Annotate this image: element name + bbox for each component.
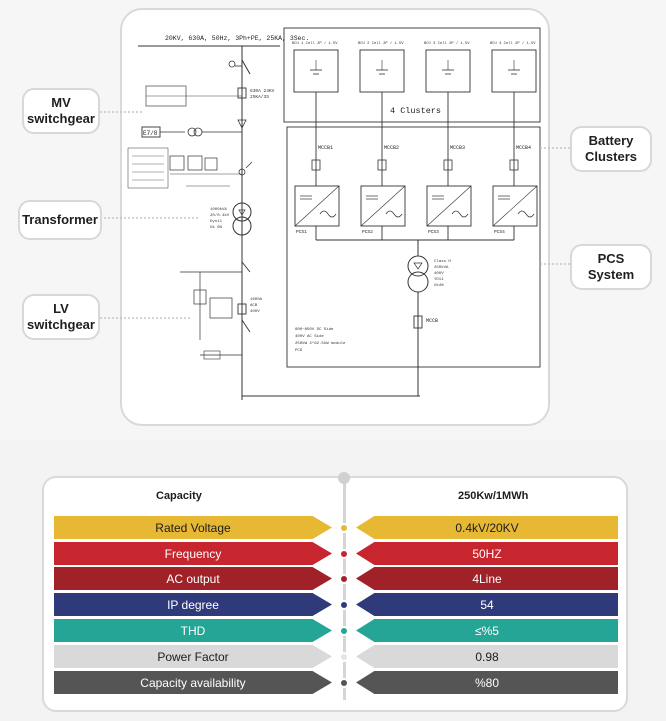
spec-row-label-frequency: Frequency [54,542,332,565]
single-line-diagram: 20KV, 630A, 50Hz, 3Ph+PE, 25KA, 3Sec. 63… [100,27,570,400]
iso-spec-4: YD11 [434,278,444,282]
pcs-label-3: PCS3 [428,229,439,235]
relay-label: E7/8 [143,130,158,137]
spec-row-label-power-factor: Power Factor [54,645,332,668]
callout-pcs-system: PCS System [570,244,652,290]
mccb-label-1: MCCB1 [318,145,333,151]
spec-dot-rated-voltage [339,523,349,533]
spec-dot-power-factor [339,652,349,662]
lv-spec-2: ACB [250,304,258,308]
spec-row-label-capacity-availability: Capacity availability [54,671,332,694]
pcs-label-2: PCS2 [362,229,373,235]
spec-row-value-frequency: 50HZ [356,542,618,565]
spec-row-value-rated-voltage: 0.4kV/20KV [356,516,618,539]
callout-transformer: Transformer [18,200,102,240]
callout-lv-label: LV switchgear [27,301,95,332]
callout-mv-label: MV switchgear [27,95,95,126]
pcs-note-2: 400V AC Side [295,334,324,339]
cluster-spec-1: BCU 1 Cell 2P / 1.5V [292,41,338,46]
spec-row-value-capacity-availability: %80 [356,671,618,694]
lv-spec-3: 400V [250,310,260,314]
clusters-label: 4 Clusters [390,106,441,116]
iso-spec-3: 400V [434,272,444,276]
callout-lv-switchgear: LV switchgear [22,294,100,340]
callout-pcs-label: PCS System [587,251,635,282]
spec-header-left: Capacity [156,490,202,502]
spec-row-label-rated-voltage: Rated Voltage [54,516,332,539]
iso-spec-5: Uk4% [434,283,444,288]
callout-battery-label: Battery Clusters [584,133,638,164]
transformer-spec-2: 20/0.4kV [210,213,230,218]
cluster-column-2: BCU 2 Cell 2P / 1.5V MCCB2 PCS2 [358,41,406,240]
spec-header-right: 250Kw/1MWh [458,490,529,502]
spec-row-value-ac-output: 4Line [356,567,618,590]
iso-spec-1: Class H [434,259,451,264]
transformer-spec-3: Dyn11 [210,220,223,224]
spine-top-dot [338,472,350,484]
spec-row-label-ac-output: AC output [54,567,332,590]
spec-table-spine [343,478,346,700]
pcs-label-4: PCS4 [494,229,505,235]
pcs-label-1: PCS1 [296,229,307,235]
cluster-column-3: BCU 3 Cell 2P / 1.5V MCCB3 PCS3 [424,41,472,240]
spec-dot-capacity-availability [339,678,349,688]
breaker-spec-1: 630A 24KV [250,88,275,94]
callout-transformer-label: Transformer [22,212,98,227]
spec-row-value-ip-degree: 54 [356,593,618,616]
cluster-spec-3: BCU 3 Cell 2P / 1.5V [424,41,470,46]
spec-dot-thd [339,626,349,636]
lv-spec-1: 1600A [250,298,263,302]
mccb-main-label: MCCB [426,318,438,324]
cluster-column-1: BCU 1 Cell 2P / 1.5V MCCB1 PCS1 [292,41,340,240]
spec-row-value-thd: ≤%5 [356,619,618,642]
callout-battery-clusters: Battery Clusters [570,126,652,172]
mccb-label-4: MCCB4 [516,145,531,151]
spec-dot-ip-degree [339,600,349,610]
cluster-spec-4: BCU 4 Cell 2P / 1.5V [490,41,536,46]
spec-row-label-thd: THD [54,619,332,642]
spec-row-label-ip-degree: IP degree [54,593,332,616]
transformer-spec-4: Uk 6% [210,225,223,230]
spec-dot-frequency [339,549,349,559]
cluster-column-4: BCU 4 Cell 2P / 1.5V MCCB4 PCS4 [490,41,538,240]
header-spec-text: 20KV, 630A, 50Hz, 3Ph+PE, 25KA, 3Sec. [165,35,309,42]
transformer-spec-1: 1000kVA [210,207,227,212]
mccb-label-2: MCCB2 [384,145,399,151]
pcs-note-1: 600~850V DC Side [295,327,334,332]
breaker-spec-2: 25KA/3S [250,94,269,100]
mccb-label-3: MCCB3 [450,145,465,151]
spec-dot-ac-output [339,574,349,584]
callout-mv-switchgear: MV switchgear [22,88,100,134]
iso-spec-2: 250kVA [434,265,449,270]
pcs-note-3: 250kW 4*62.5kW module [295,341,346,346]
cluster-spec-2: BCU 2 Cell 2P / 1.5V [358,41,404,46]
pcs-note-4: PCS [295,349,303,353]
spec-row-value-power-factor: 0.98 [356,645,618,668]
